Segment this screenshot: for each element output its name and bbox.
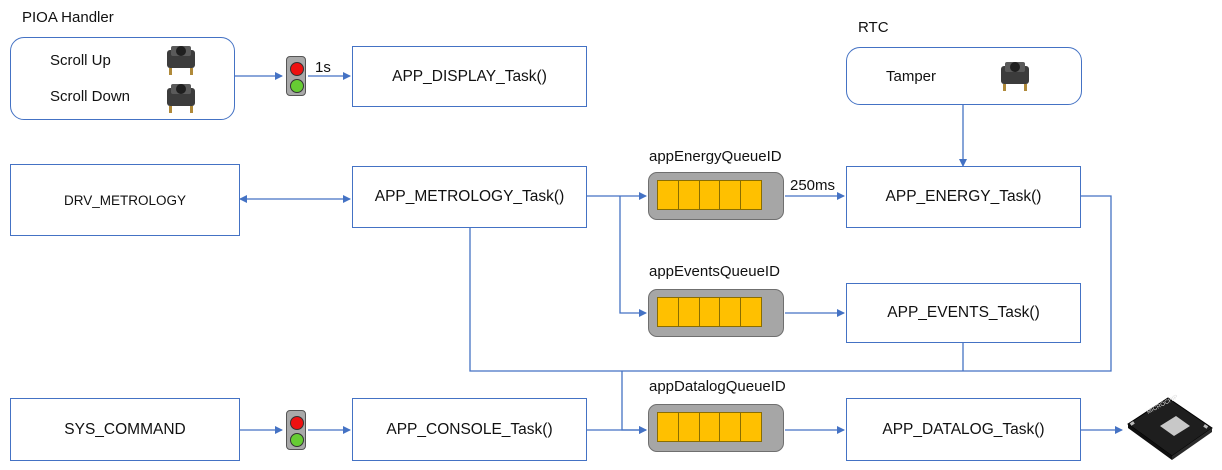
datalog-queue xyxy=(648,404,784,452)
energy-queue-label: appEnergyQueueID xyxy=(649,148,782,165)
app-console-task-box: APP_CONSOLE_Task() xyxy=(352,398,587,461)
scroll-down-switch-icon xyxy=(167,84,195,113)
traffic-light-icon xyxy=(286,410,306,450)
traffic-light-icon xyxy=(286,56,306,96)
app-energy-task-box: APP_ENERGY_Task() xyxy=(846,166,1081,228)
scroll-up-switch-icon xyxy=(167,46,195,75)
line-energy-to-bus xyxy=(622,195,1112,372)
drv-metrology-box: DRV_METROLOGY xyxy=(10,164,240,236)
app-datalog-task-box: APP_DATALOG_Task() xyxy=(846,398,1081,461)
line-metrology-to-bus xyxy=(469,228,622,372)
rtc-tamper-box: Tamper xyxy=(846,47,1082,105)
app-display-task-box: APP_DISPLAY_Task() xyxy=(352,46,587,107)
energy-queue xyxy=(648,172,784,220)
pioa-handler-box: Scroll Up Scroll Down xyxy=(10,37,235,120)
scroll-down-label: Scroll Down xyxy=(50,88,131,105)
datalog-queue-label: appDatalogQueueID xyxy=(649,378,786,395)
interval-250ms-label: 250ms xyxy=(790,177,836,194)
interval-1s-label: 1s xyxy=(315,59,331,76)
app-metrology-task-box: APP_METROLOGY_Task() xyxy=(352,166,587,228)
rtc-label: RTC xyxy=(858,19,889,36)
pioa-handler-label: PIOA Handler xyxy=(22,9,114,26)
tamper-label: Tamper xyxy=(886,68,937,85)
events-queue xyxy=(648,289,784,337)
arrow-bus-to-datalog-queue xyxy=(621,371,647,434)
sys-command-box: SYS_COMMAND xyxy=(10,398,240,461)
flash-memory-chip-icon: MICROCHIP xyxy=(1127,394,1213,460)
tamper-switch-icon xyxy=(1001,62,1029,91)
events-queue-label: appEventsQueueID xyxy=(649,263,780,280)
arrow-metrology-to-events-queue xyxy=(619,196,647,317)
app-events-task-box: APP_EVENTS_Task() xyxy=(846,283,1081,343)
scroll-up-label: Scroll Up xyxy=(50,52,111,69)
